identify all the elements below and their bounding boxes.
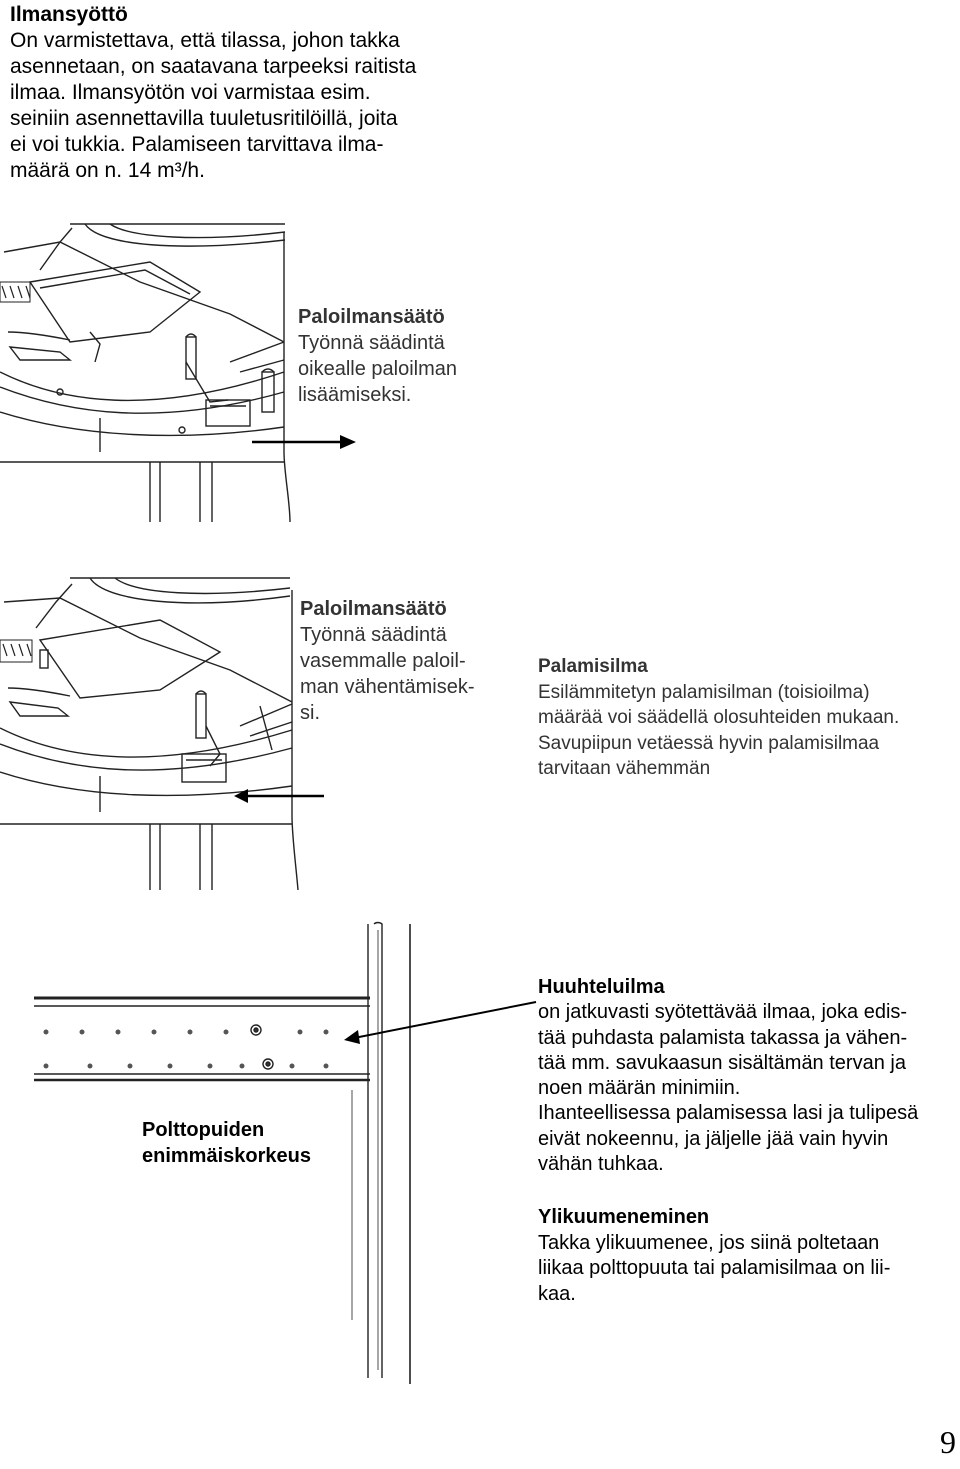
flushing-air-section: Huuhteluilma on jatkuvasti syötettävää i…	[538, 976, 919, 1176]
overheating-title: Ylikuumeneminen	[538, 1206, 710, 1228]
combustion-air-title: Palamisilma	[538, 656, 648, 677]
intake-section: Ilmansyöttö On varmistettava, että tilas…	[10, 2, 416, 184]
regulator-drawing-right	[0, 223, 291, 523]
arrow-left-icon	[234, 789, 324, 803]
intake-heading: Ilmansyöttö	[10, 3, 128, 26]
regulator-drawing-left	[0, 577, 299, 891]
adjust-right-caption: Paloilmansäätö Työnnä säädintä oikealle …	[298, 306, 457, 406]
adjust-left-title: Paloilmansäätö	[300, 598, 447, 620]
combustion-air-section: Palamisilma Esilämmitetyn palamisilman (…	[538, 656, 900, 779]
firebox-drawing	[34, 921, 411, 1384]
arrow-right-icon	[252, 435, 356, 449]
adjust-left-caption: Paloilmansäätö Työnnä säädintä vasemmall…	[300, 598, 475, 724]
arrow-left-icon	[344, 1001, 537, 1044]
page-number: 9	[940, 1424, 956, 1460]
flushing-air-title: Huuhteluilma	[538, 976, 665, 998]
adjust-right-title: Paloilmansäätö	[298, 306, 445, 328]
overheating-section: Ylikuumeneminen Takka ylikuumenee, jos s…	[538, 1206, 891, 1305]
intake-body: On varmistettava, että tilassa, johon ta…	[10, 29, 417, 182]
fuel-height-label: Polttopuiden enimmäiskorkeus	[142, 1119, 311, 1167]
